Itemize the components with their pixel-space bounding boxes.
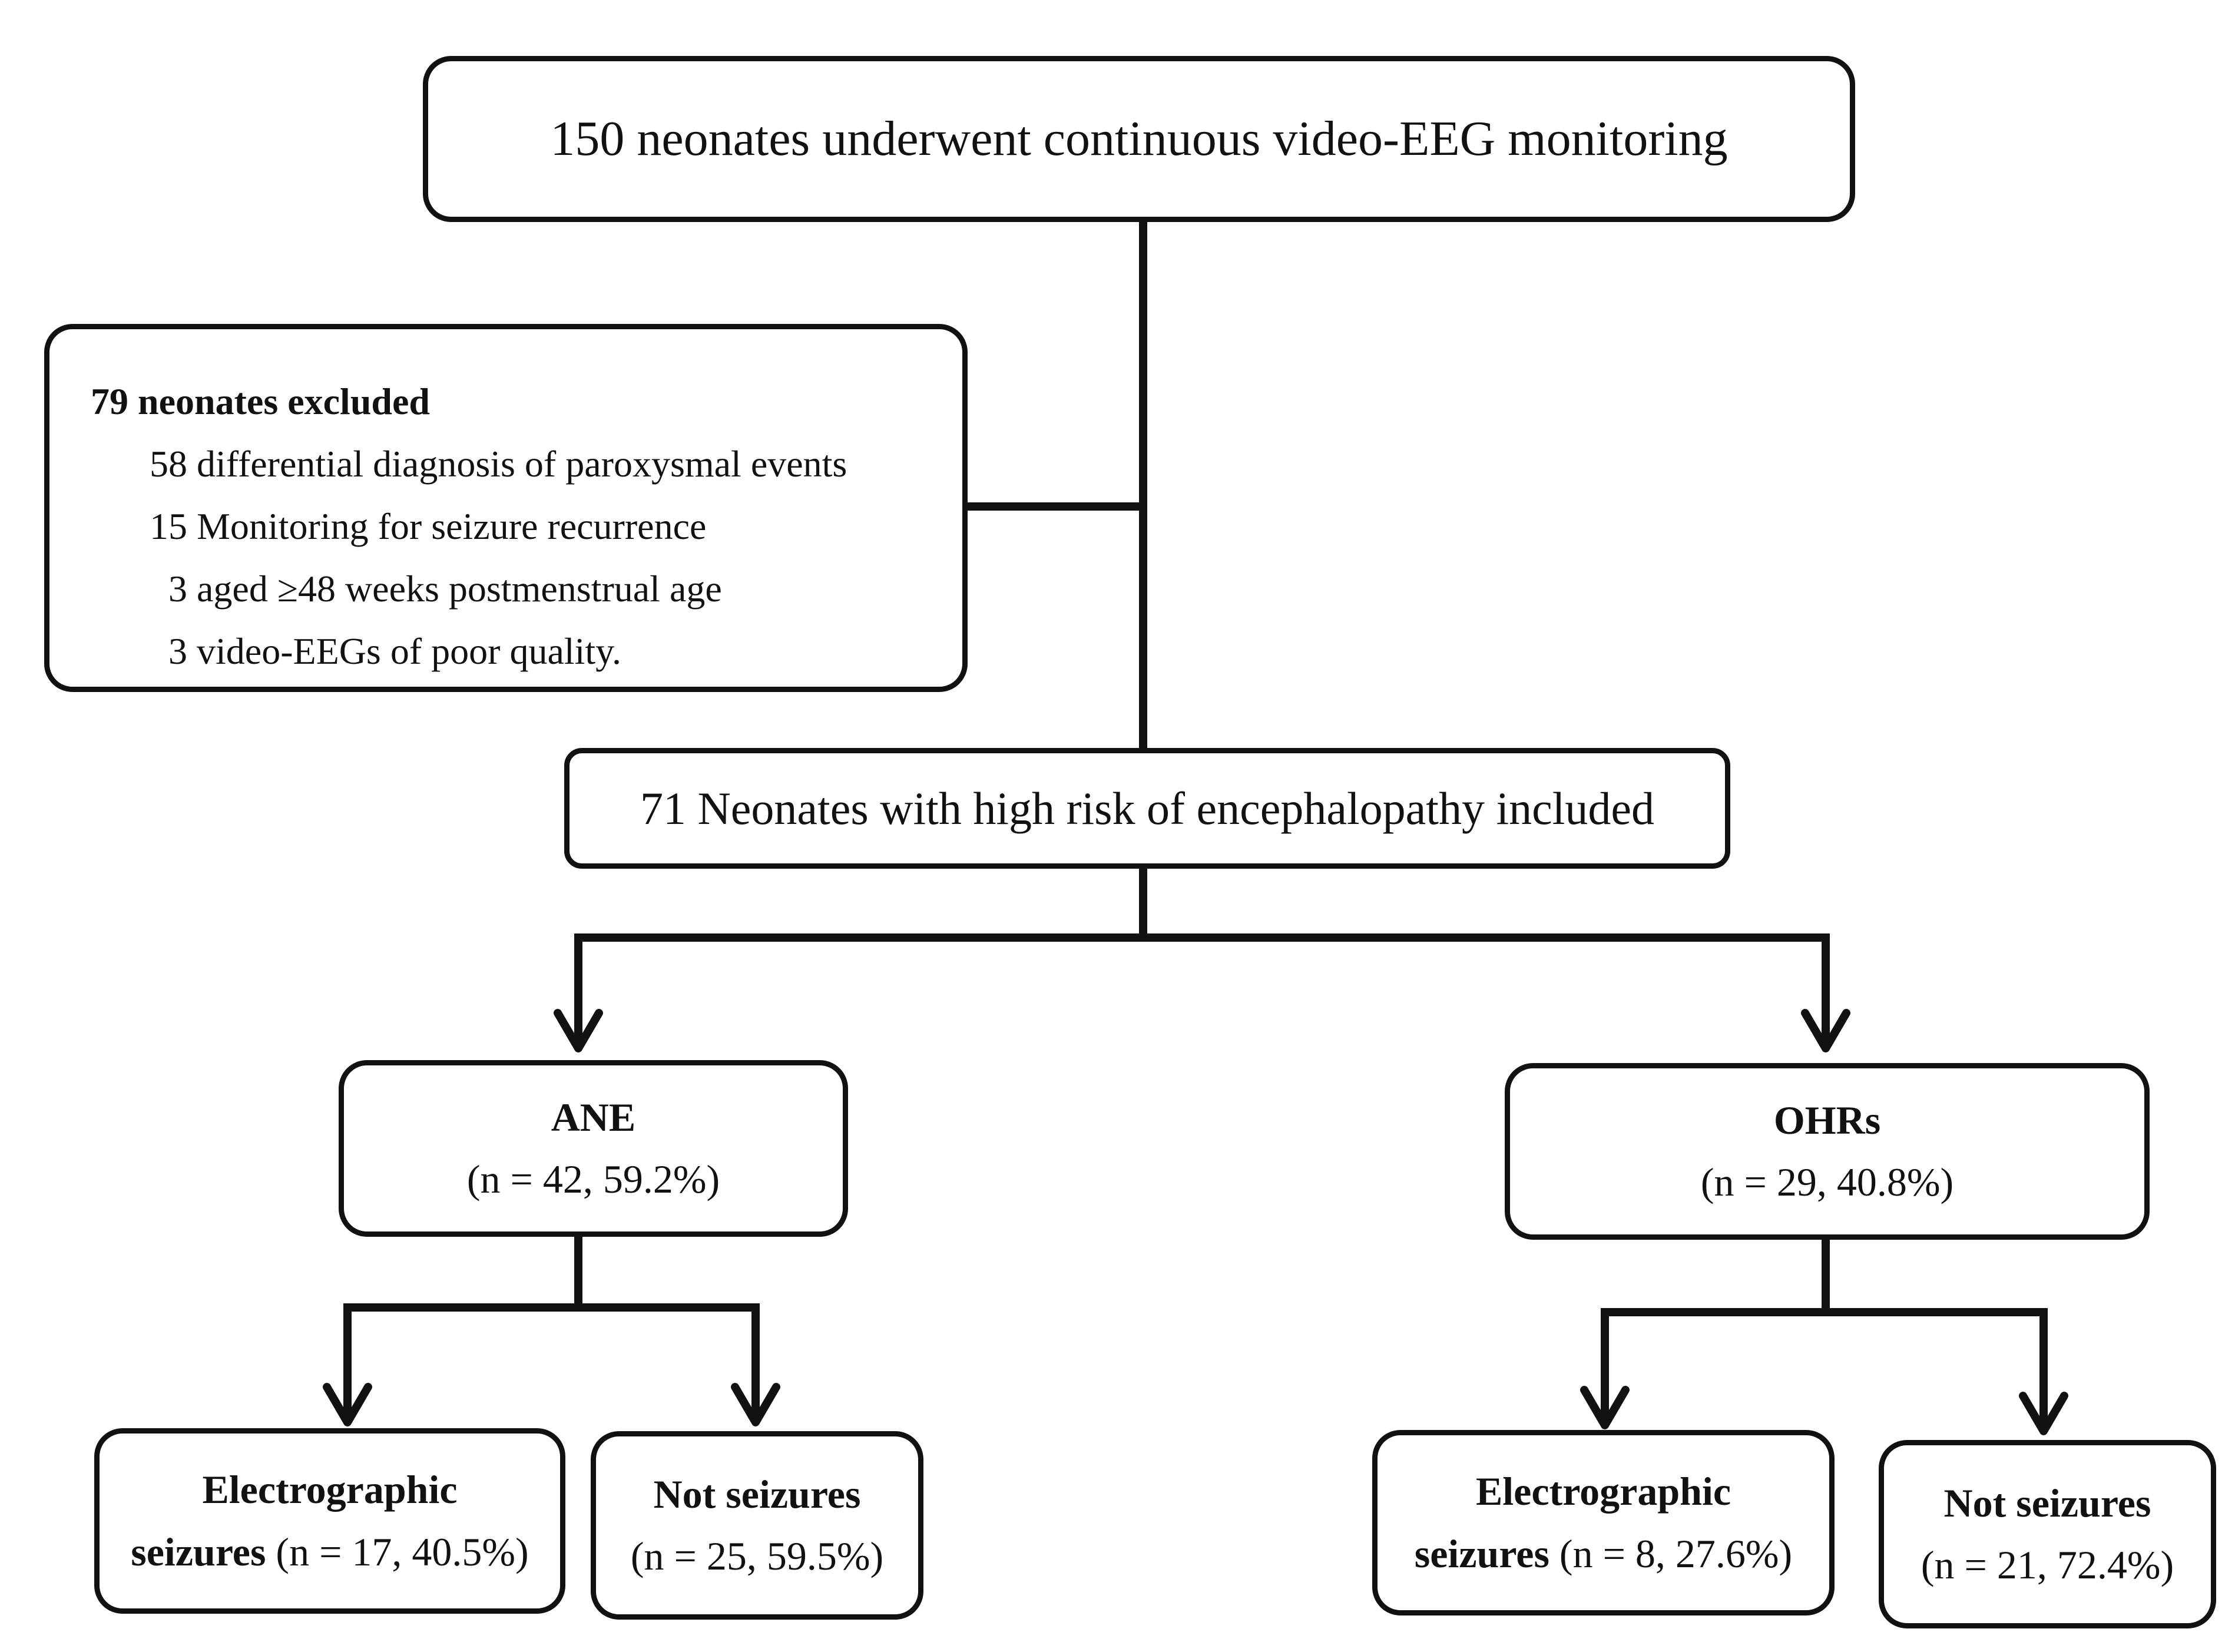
ohrs-stats: (n = 29, 40.8%) — [1700, 1160, 1954, 1204]
ane-title: ANE — [551, 1094, 636, 1140]
ohrs-seizures-stats: (n = 8, 27.6%) — [1549, 1531, 1793, 1576]
arrowhead-ohrs — [1801, 1009, 1850, 1052]
ane-not-stats: (n = 25, 59.5%) — [630, 1534, 884, 1578]
ohrs-not-stats: (n = 21, 72.4%) — [1921, 1542, 2174, 1587]
ohrs-seizures-label: seizures — [1414, 1531, 1549, 1576]
top-box-text: 150 neonates underwent continuous video-… — [550, 111, 1728, 166]
top-box: 150 neonates underwent continuous video-… — [423, 56, 1855, 222]
excluded-item: 3 aged ≥48 weeks postmenstrual age — [168, 568, 722, 610]
excluded-heading: 79 neonates excluded — [91, 380, 430, 422]
excluded-item: 3 video-EEGs of poor quality. — [168, 630, 622, 672]
ohrs-title: OHRs — [1773, 1097, 1881, 1143]
ohrs-not-title: Not seizures — [1943, 1480, 2151, 1525]
ane-seizures-box: Electrographic seizures (n = 17, 40.5%) — [94, 1428, 565, 1614]
ane-stats: (n = 42, 59.2%) — [466, 1157, 720, 1201]
arrowhead-ane-not — [731, 1383, 780, 1426]
ane-not-box: Not seizures (n = 25, 59.5%) — [591, 1431, 923, 1620]
included-box: 71 Neonates with high risk of encephalop… — [564, 748, 1730, 869]
arrowhead-ane — [554, 1009, 603, 1052]
ohrs-seizures-box: Electrographic seizures (n = 8, 27.6%) — [1372, 1430, 1835, 1615]
arrowhead-ane-seizures — [323, 1383, 372, 1426]
ohrs-not-box: Not seizures (n = 21, 72.4%) — [1879, 1440, 2216, 1628]
excluded-item: 58 differential diagnosis of paroxysmal … — [150, 443, 847, 485]
excluded-item: 15 Monitoring for seizure recurrence — [150, 505, 707, 547]
ane-seizures-stats: (n = 17, 40.5%) — [266, 1529, 529, 1574]
arrowhead-ohrs-not — [2019, 1392, 2068, 1435]
included-box-text: 71 Neonates with high risk of encephalop… — [640, 782, 1655, 834]
ane-seizures-line1: Electrographic — [202, 1467, 458, 1512]
ohrs-seizures-line1: Electrographic — [1475, 1469, 1731, 1514]
arrowhead-ohrs-seizures — [1580, 1386, 1630, 1429]
ane-seizures-label: seizures — [131, 1529, 266, 1574]
ane-box: ANE (n = 42, 59.2%) — [339, 1060, 848, 1237]
ane-not-title: Not seizures — [653, 1471, 861, 1517]
excluded-box: 79 neonates excluded 58 differential dia… — [44, 324, 968, 692]
ohrs-box: OHRs (n = 29, 40.8%) — [1505, 1063, 2150, 1240]
